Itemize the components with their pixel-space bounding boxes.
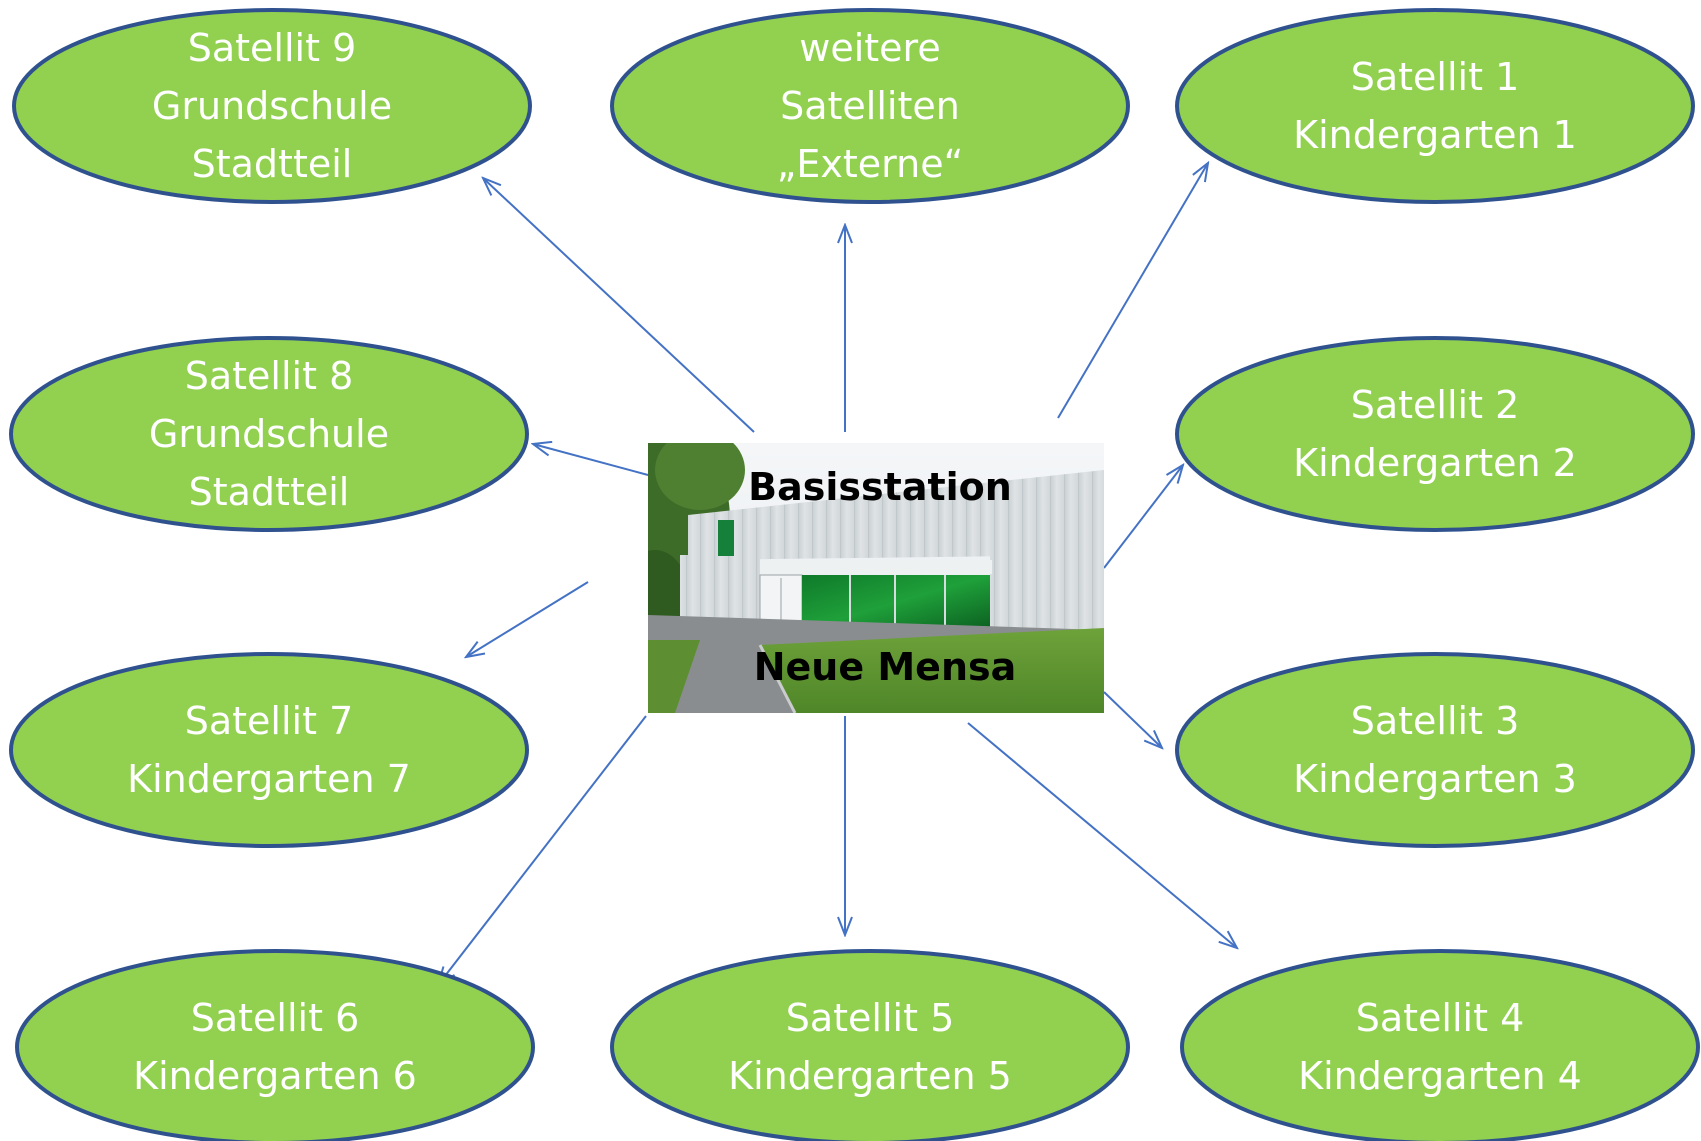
arrow-to-satellit-8 — [533, 444, 649, 476]
satellite-label-line: Satellit 1 — [1351, 55, 1520, 99]
satellite-ellipse — [1175, 8, 1695, 204]
center-node: Basisstation Neue Mensa — [648, 443, 1104, 713]
arrow-to-satellit-9 — [483, 178, 755, 433]
satellite-ellipse — [9, 652, 529, 848]
satellite-ellipse — [1175, 652, 1695, 848]
arrows-layer — [438, 163, 1237, 985]
satellite-label-line: Satelliten — [780, 84, 960, 128]
center-title: Basisstation — [748, 465, 1012, 509]
satellite-ellipse — [1180, 949, 1700, 1141]
satellite-label-line: „Externe“ — [777, 142, 964, 186]
satellite-ellipse — [1175, 336, 1695, 532]
satellite-label-line: Kindergarten 7 — [127, 757, 411, 801]
satellite-ellipse — [9, 336, 529, 532]
satellite-label-line: Satellit 8 — [185, 354, 354, 398]
satellite-label-line: Kindergarten 4 — [1298, 1054, 1582, 1098]
satellite-label-line: Satellit 6 — [191, 996, 360, 1040]
satellite-label-line: Grundschule — [149, 412, 389, 456]
satellite-node-satellit-1: Satellit 1 Kindergarten 1 — [1175, 8, 1695, 204]
arrow-to-satellit-2 — [1103, 465, 1183, 569]
satellite-label-line: Satellit 4 — [1356, 996, 1525, 1040]
satellite-label-line: Kindergarten 6 — [133, 1054, 417, 1098]
satellite-label-line: Satellit 2 — [1351, 383, 1520, 427]
satellite-label-line: Satellit 5 — [786, 996, 955, 1040]
satellite-node-satellit-6: Satellit 6 Kindergarten 6 — [15, 949, 535, 1141]
satellite-label-line: weitere — [799, 26, 940, 70]
satellite-node-satellit-4: Satellit 4 Kindergarten 4 — [1180, 949, 1700, 1141]
satellite-label-line: Stadtteil — [192, 142, 353, 186]
satellite-label-line: Stadtteil — [189, 470, 350, 514]
building-photo-icon — [648, 443, 1104, 713]
arrow-to-satellit-7 — [466, 581, 589, 657]
satellite-label-line: Kindergarten 3 — [1293, 757, 1577, 801]
satellite-node-satellit-2: Satellit 2 Kindergarten 2 — [1175, 336, 1695, 532]
satellite-label-line: Satellit 9 — [188, 26, 357, 70]
satellites-layer: Satellit 9GrundschuleStadtteilweitereSat… — [9, 8, 1700, 1141]
satellite-node-satellit-3: Satellit 3 Kindergarten 3 — [1175, 652, 1695, 848]
satellite-node-satellit-5: Satellit 5 Kindergarten 5 — [610, 949, 1130, 1141]
satellite-ellipse — [15, 949, 535, 1141]
satellite-node-satellit-7: Satellit 7 Kindergarten 7 — [9, 652, 529, 848]
arrow-to-satellit-6 — [438, 715, 647, 985]
satellite-ellipse — [610, 949, 1130, 1141]
arrow-to-satellit-3 — [1103, 691, 1162, 748]
satellite-label-line: Kindergarten 5 — [728, 1054, 1012, 1098]
satellite-ellipse — [12, 8, 532, 204]
satellite-label-line: Kindergarten 2 — [1293, 441, 1577, 485]
satellite-label-line: Satellit 3 — [1351, 699, 1520, 743]
satellite-ellipse — [610, 8, 1130, 204]
arrow-to-satellit-1 — [1057, 163, 1208, 419]
arrow-to-satellit-4 — [967, 722, 1237, 948]
satellite-label-line: Kindergarten 1 — [1293, 113, 1577, 157]
satellite-label-line: Grundschule — [152, 84, 392, 128]
satellite-label-line: Satellit 7 — [185, 699, 354, 743]
center-subtitle: Neue Mensa — [754, 645, 1017, 689]
